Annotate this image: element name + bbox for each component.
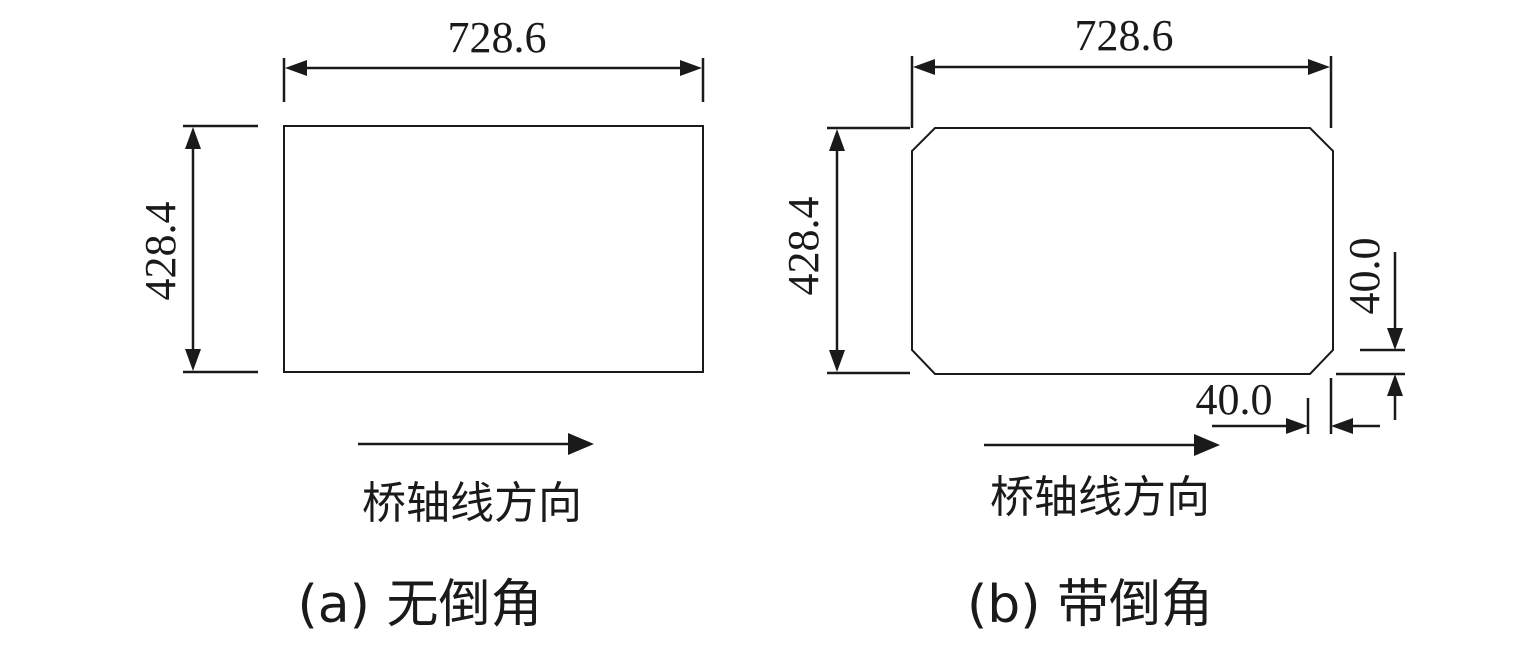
arrow-right-icon xyxy=(1286,418,1308,434)
arrow-left-icon xyxy=(1331,418,1353,434)
bridge-axis-direction: 桥轴线方向 xyxy=(358,433,594,529)
arrow-up-icon xyxy=(185,127,201,149)
chamfer-horizontal-label: 40.0 xyxy=(1196,375,1273,424)
section-chamfered xyxy=(911,127,1334,375)
arrow-up-icon xyxy=(1387,374,1403,396)
chamfer-vertical-dimension: 40.0 xyxy=(1336,238,1405,420)
panel-a: 728.6 428.4 桥轴线方向 (a) 无倒角 xyxy=(136,13,705,635)
width-dimension: 728.6 xyxy=(282,13,705,102)
arrow-down-icon xyxy=(185,349,201,371)
height-dimension: 428.4 xyxy=(136,124,258,374)
arrow-up-icon xyxy=(829,129,845,151)
bridge-axis-direction: 桥轴线方向 xyxy=(984,434,1220,523)
arrow-down-icon xyxy=(829,350,845,372)
chamfer-horizontal-dimension: 40.0 xyxy=(1196,375,1380,434)
section-rectangle xyxy=(283,125,704,373)
height-label: 428.4 xyxy=(779,197,828,296)
direction-arrow-icon xyxy=(1194,434,1220,456)
height-dimension: 428.4 xyxy=(779,126,910,375)
width-label: 728.6 xyxy=(448,13,547,62)
height-label: 428.4 xyxy=(136,202,185,301)
width-label: 728.6 xyxy=(1075,11,1174,60)
direction-arrow-icon xyxy=(568,433,594,455)
direction-label: 桥轴线方向 xyxy=(362,478,582,529)
chamfer-vertical-label: 40.0 xyxy=(1340,238,1389,315)
arrow-down-icon xyxy=(1387,328,1403,350)
arrow-right-icon xyxy=(1308,59,1330,75)
panel-caption: (a) 无倒角 xyxy=(298,575,543,635)
panel-b: 728.6 428.4 40.0 xyxy=(779,11,1405,635)
arrow-right-icon xyxy=(680,60,702,76)
arrow-left-icon xyxy=(285,60,307,76)
panel-caption: (b) 带倒角 xyxy=(967,575,1213,635)
direction-label: 桥轴线方向 xyxy=(990,472,1210,523)
width-dimension: 728.6 xyxy=(910,11,1333,128)
arrow-left-icon xyxy=(913,59,935,75)
